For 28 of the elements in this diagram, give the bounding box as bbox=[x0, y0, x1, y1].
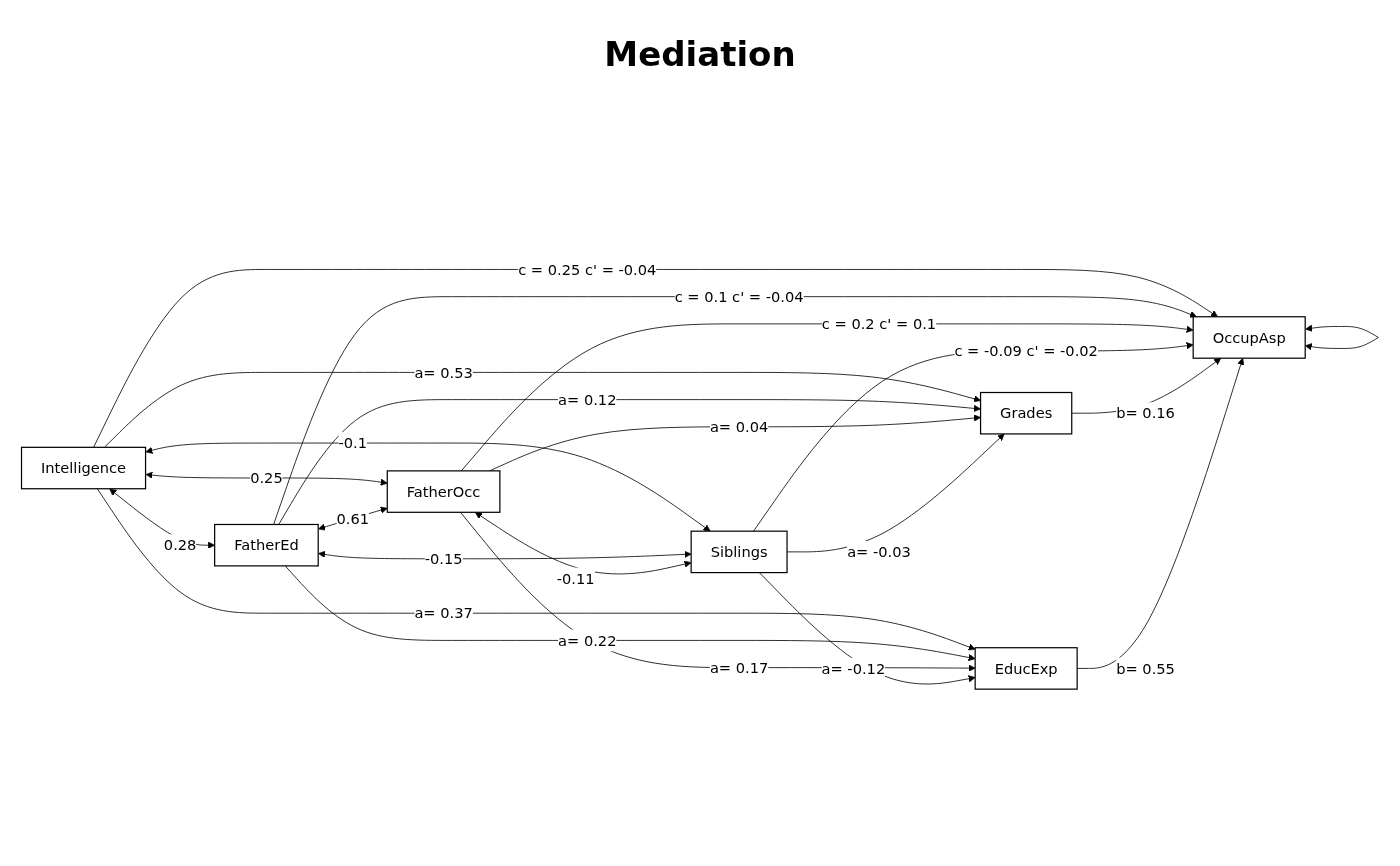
edge-label: a= -0.03 bbox=[847, 543, 911, 561]
edge-label: -0.1 bbox=[338, 434, 367, 452]
edge-label: a= 0.53 bbox=[414, 364, 473, 382]
node-box: FatherOcc bbox=[386, 470, 501, 514]
edge-label: a= 0.04 bbox=[709, 418, 769, 436]
edge-label: a= 0.17 bbox=[709, 659, 769, 677]
node-box: OccupAsp bbox=[1192, 316, 1306, 359]
edge-label: 0.61 bbox=[336, 510, 370, 528]
edge-label: 0.28 bbox=[163, 536, 197, 554]
edge-label: a= 0.12 bbox=[558, 391, 617, 409]
node-box: Siblings bbox=[690, 530, 788, 574]
edge-label: a= -0.12 bbox=[821, 660, 886, 678]
edge-label: c = 0.25 c' = -0.04 bbox=[518, 261, 657, 279]
edge-label: 0.25 bbox=[250, 469, 283, 487]
edge-label: -0.11 bbox=[556, 570, 595, 588]
node-box: Grades bbox=[979, 392, 1073, 435]
edge-label: b= 0.55 bbox=[1116, 660, 1175, 678]
title: Mediation bbox=[604, 34, 796, 74]
edge-label: b= 0.16 bbox=[1116, 404, 1175, 422]
edge-label: c = 0.2 c' = 0.1 bbox=[821, 315, 937, 333]
node-box: EducExp bbox=[974, 647, 1078, 690]
node-box: Intelligence bbox=[20, 446, 147, 490]
edge-label: -0.15 bbox=[424, 550, 463, 568]
edge-label: c = 0.1 c' = -0.04 bbox=[674, 288, 804, 306]
edge-label: a= 0.37 bbox=[414, 604, 473, 622]
node-box: FatherEd bbox=[214, 524, 319, 567]
edge-label: c = -0.09 c' = -0.02 bbox=[954, 342, 1098, 360]
edge-label: a= 0.22 bbox=[558, 632, 617, 650]
